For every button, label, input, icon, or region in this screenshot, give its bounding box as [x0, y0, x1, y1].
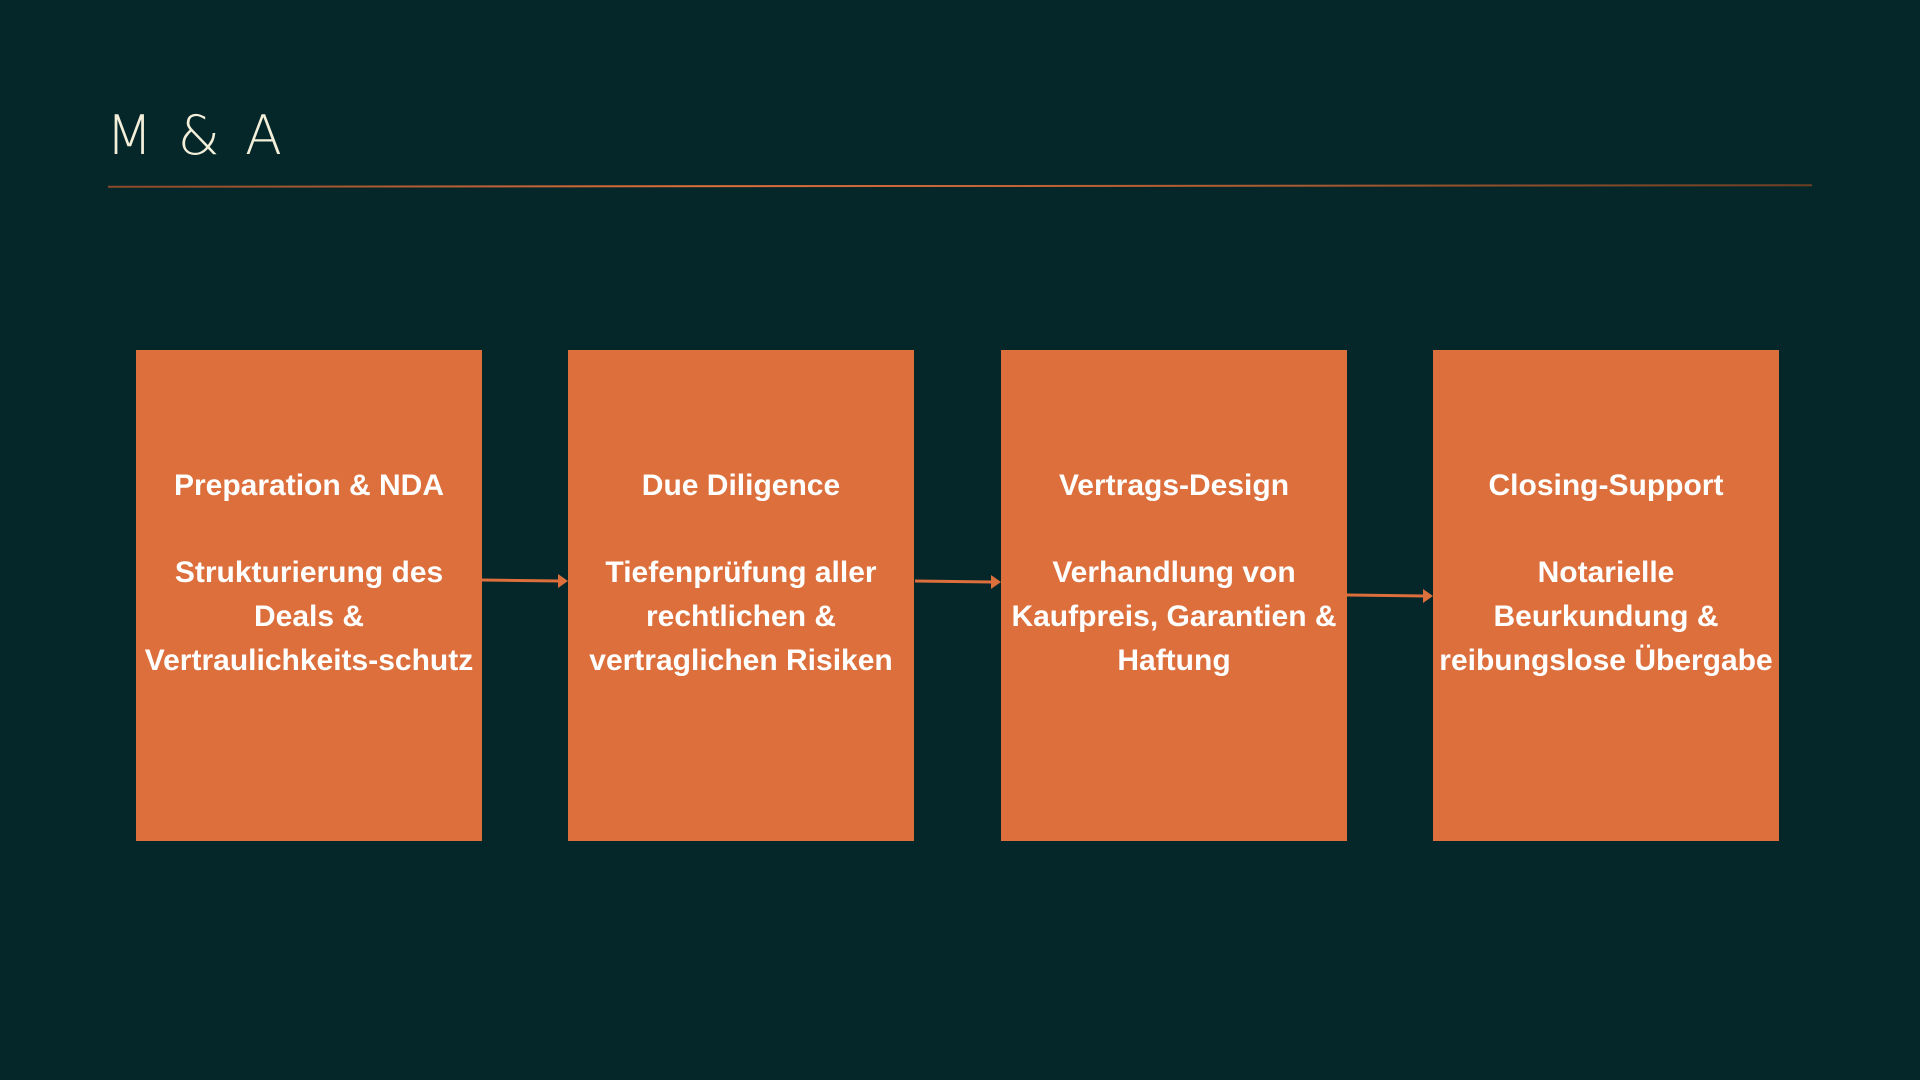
step-box-due-diligence: Due Diligence Tiefenprüfung aller rechtl…	[568, 350, 914, 841]
step-description: Tiefenprüfung aller rechtlichen & vertra…	[589, 556, 893, 677]
step-heading: Preparation & NDA	[173, 469, 445, 502]
arrow-3-4	[1346, 593, 1426, 598]
step-box-preparation: Preparation & NDA Strukturierung des Dea…	[136, 350, 482, 841]
arrow-head-icon	[991, 575, 1001, 589]
step-description: Verhandlung von Kaufpreis, Garantien & H…	[1011, 556, 1337, 677]
page-title: M & A	[106, 104, 286, 167]
step-description: Strukturierung des Deals & Vertraulichke…	[144, 556, 474, 677]
step-heading: Vertrags-Design	[1058, 469, 1290, 502]
step-box-contract-design: Vertrags-Design Verhandlung von Kaufprei…	[1001, 350, 1347, 841]
step-description: Notarielle Beurkundung & reibungslose Üb…	[1439, 556, 1773, 677]
arrow-head-icon	[1423, 589, 1433, 603]
arrow-head-icon	[558, 574, 568, 588]
step-heading: Due Diligence	[641, 469, 841, 502]
arrow-2-3	[914, 579, 993, 584]
step-heading: Closing-Support	[1488, 469, 1724, 502]
arrow-1-2	[481, 578, 561, 583]
step-box-closing: Closing-Support Notarielle Beurkundung &…	[1433, 350, 1779, 841]
